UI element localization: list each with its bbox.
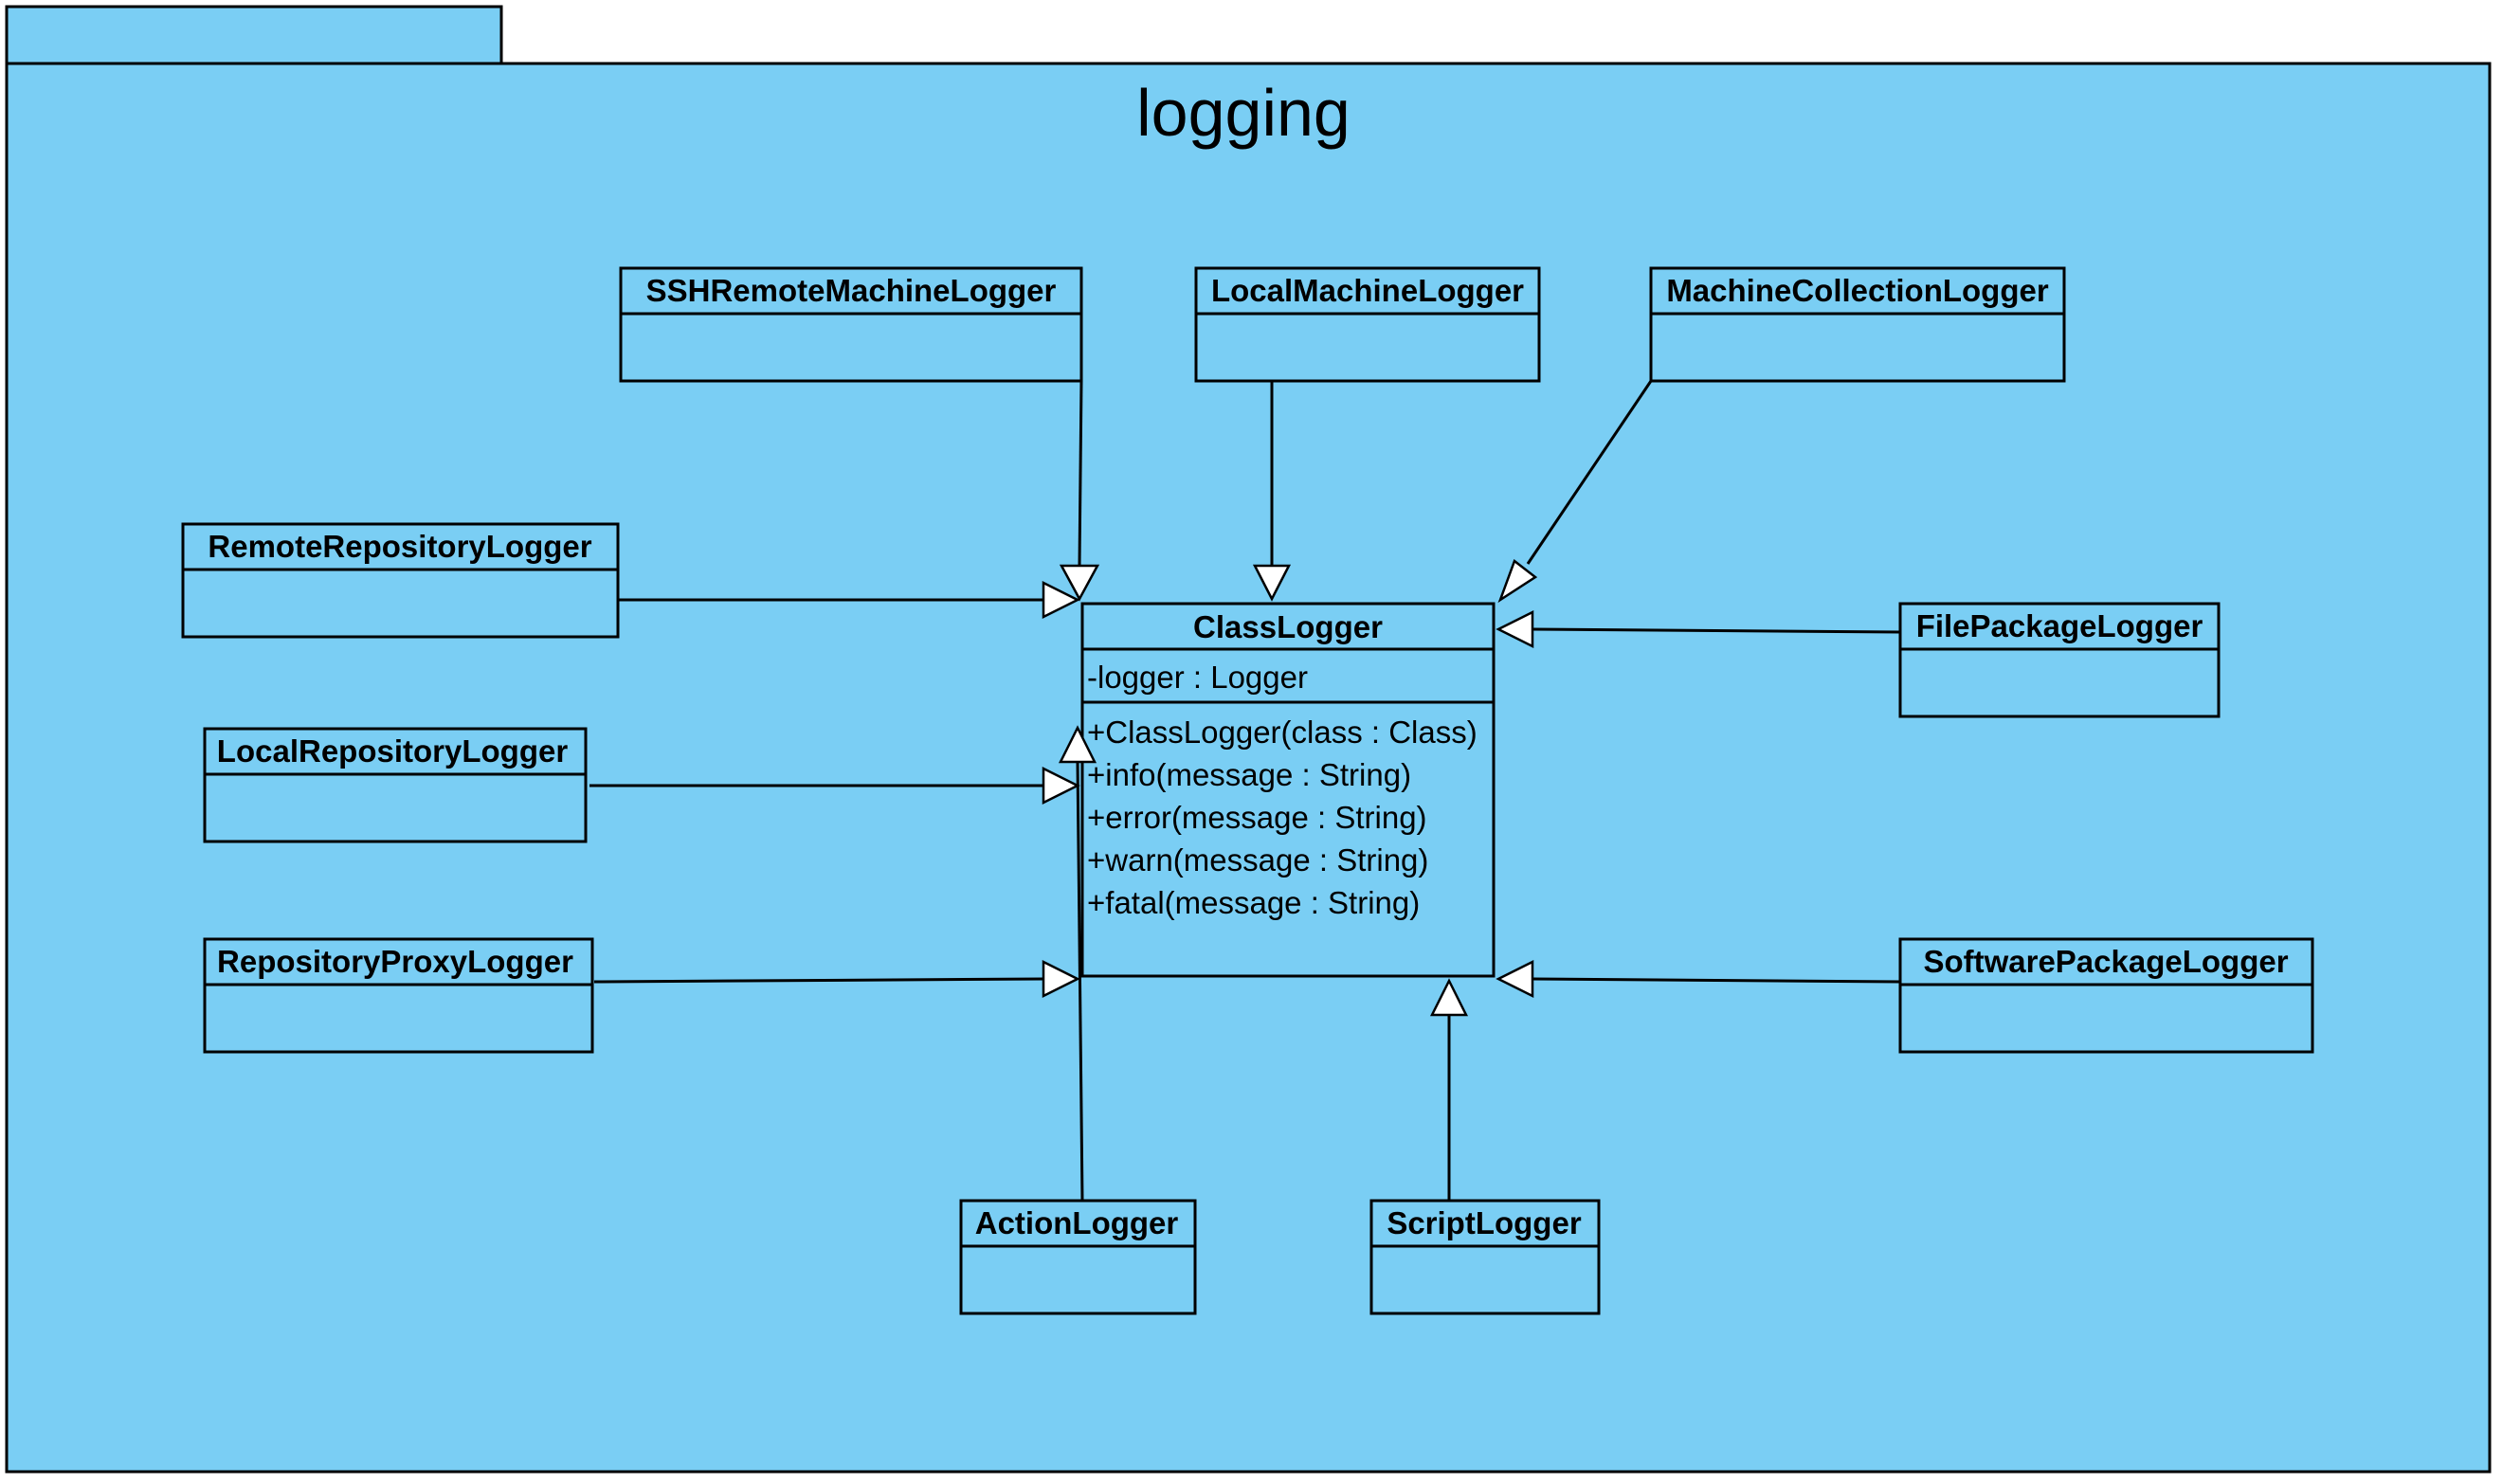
class-action-logger[interactable]: ActionLogger: [959, 1199, 1197, 1315]
class-ssh-remote-machine-logger[interactable]: SSHRemoteMachineLogger: [619, 266, 1083, 383]
package-title: logging: [1136, 76, 1351, 150]
generalization-repository-proxy-logger: [593, 959, 1080, 999]
class-machine-collection-logger[interactable]: MachineCollectionLogger: [1649, 266, 2066, 383]
class-name: LocalRepositoryLogger: [217, 733, 569, 769]
class-name: ScriptLogger: [1387, 1205, 1582, 1240]
class-script-logger[interactable]: ScriptLogger: [1369, 1199, 1601, 1315]
class-remote-repository-logger[interactable]: RemoteRepositoryLogger: [181, 522, 620, 639]
class-local-machine-logger[interactable]: LocalMachineLogger: [1194, 266, 1541, 383]
class-name: SoftwarePackageLogger: [1923, 944, 2288, 979]
class-name: ActionLogger: [975, 1205, 1179, 1240]
generalization-machine-collection-logger: [1497, 380, 1653, 604]
class-file-package-logger[interactable]: FilePackageLogger: [1898, 602, 2221, 718]
generalization-local-repository-logger: [589, 766, 1080, 805]
operation-fatal: +fatal(message : String): [1087, 885, 1420, 920]
generalization-file-package-logger: [1496, 609, 1901, 649]
class-repository-proxy-logger[interactable]: RepositoryProxyLogger: [203, 937, 594, 1054]
generalization-software-package-logger: [1496, 959, 1901, 999]
class-name: LocalMachineLogger: [1211, 273, 1524, 308]
class-name: MachineCollectionLogger: [1666, 273, 2049, 308]
class-local-repository-logger[interactable]: LocalRepositoryLogger: [203, 727, 588, 843]
package-logging[interactable]: logging: [5, 5, 2492, 1474]
class-class-logger[interactable]: ClassLogger -logger : Logger +ClassLogge…: [1080, 602, 1496, 978]
class-name: RepositoryProxyLogger: [217, 944, 573, 979]
operation-warn: +warn(message : String): [1087, 842, 1428, 878]
attribute-logger: -logger : Logger: [1087, 660, 1308, 695]
package-body: [5, 62, 2492, 1474]
generalization-remote-repository-logger: [618, 580, 1080, 620]
operation-info: +info(message : String): [1087, 757, 1411, 792]
class-name: ClassLogger: [1193, 609, 1383, 644]
operation-constructor: +ClassLogger(class : Class): [1087, 715, 1478, 750]
generalization-script-logger: [1429, 978, 1469, 1201]
package-tab: [5, 5, 503, 65]
class-name: FilePackageLogger: [1916, 608, 2203, 643]
class-software-package-logger[interactable]: SoftwarePackageLogger: [1898, 937, 2314, 1054]
generalization-action-logger: [1058, 725, 1097, 1202]
class-name: RemoteRepositoryLogger: [208, 529, 591, 564]
operation-error: +error(message : String): [1087, 800, 1427, 835]
class-name: SSHRemoteMachineLogger: [646, 273, 1057, 308]
generalization-ssh-remote-machine-logger: [1059, 380, 1100, 602]
generalization-local-machine-logger: [1252, 381, 1292, 602]
